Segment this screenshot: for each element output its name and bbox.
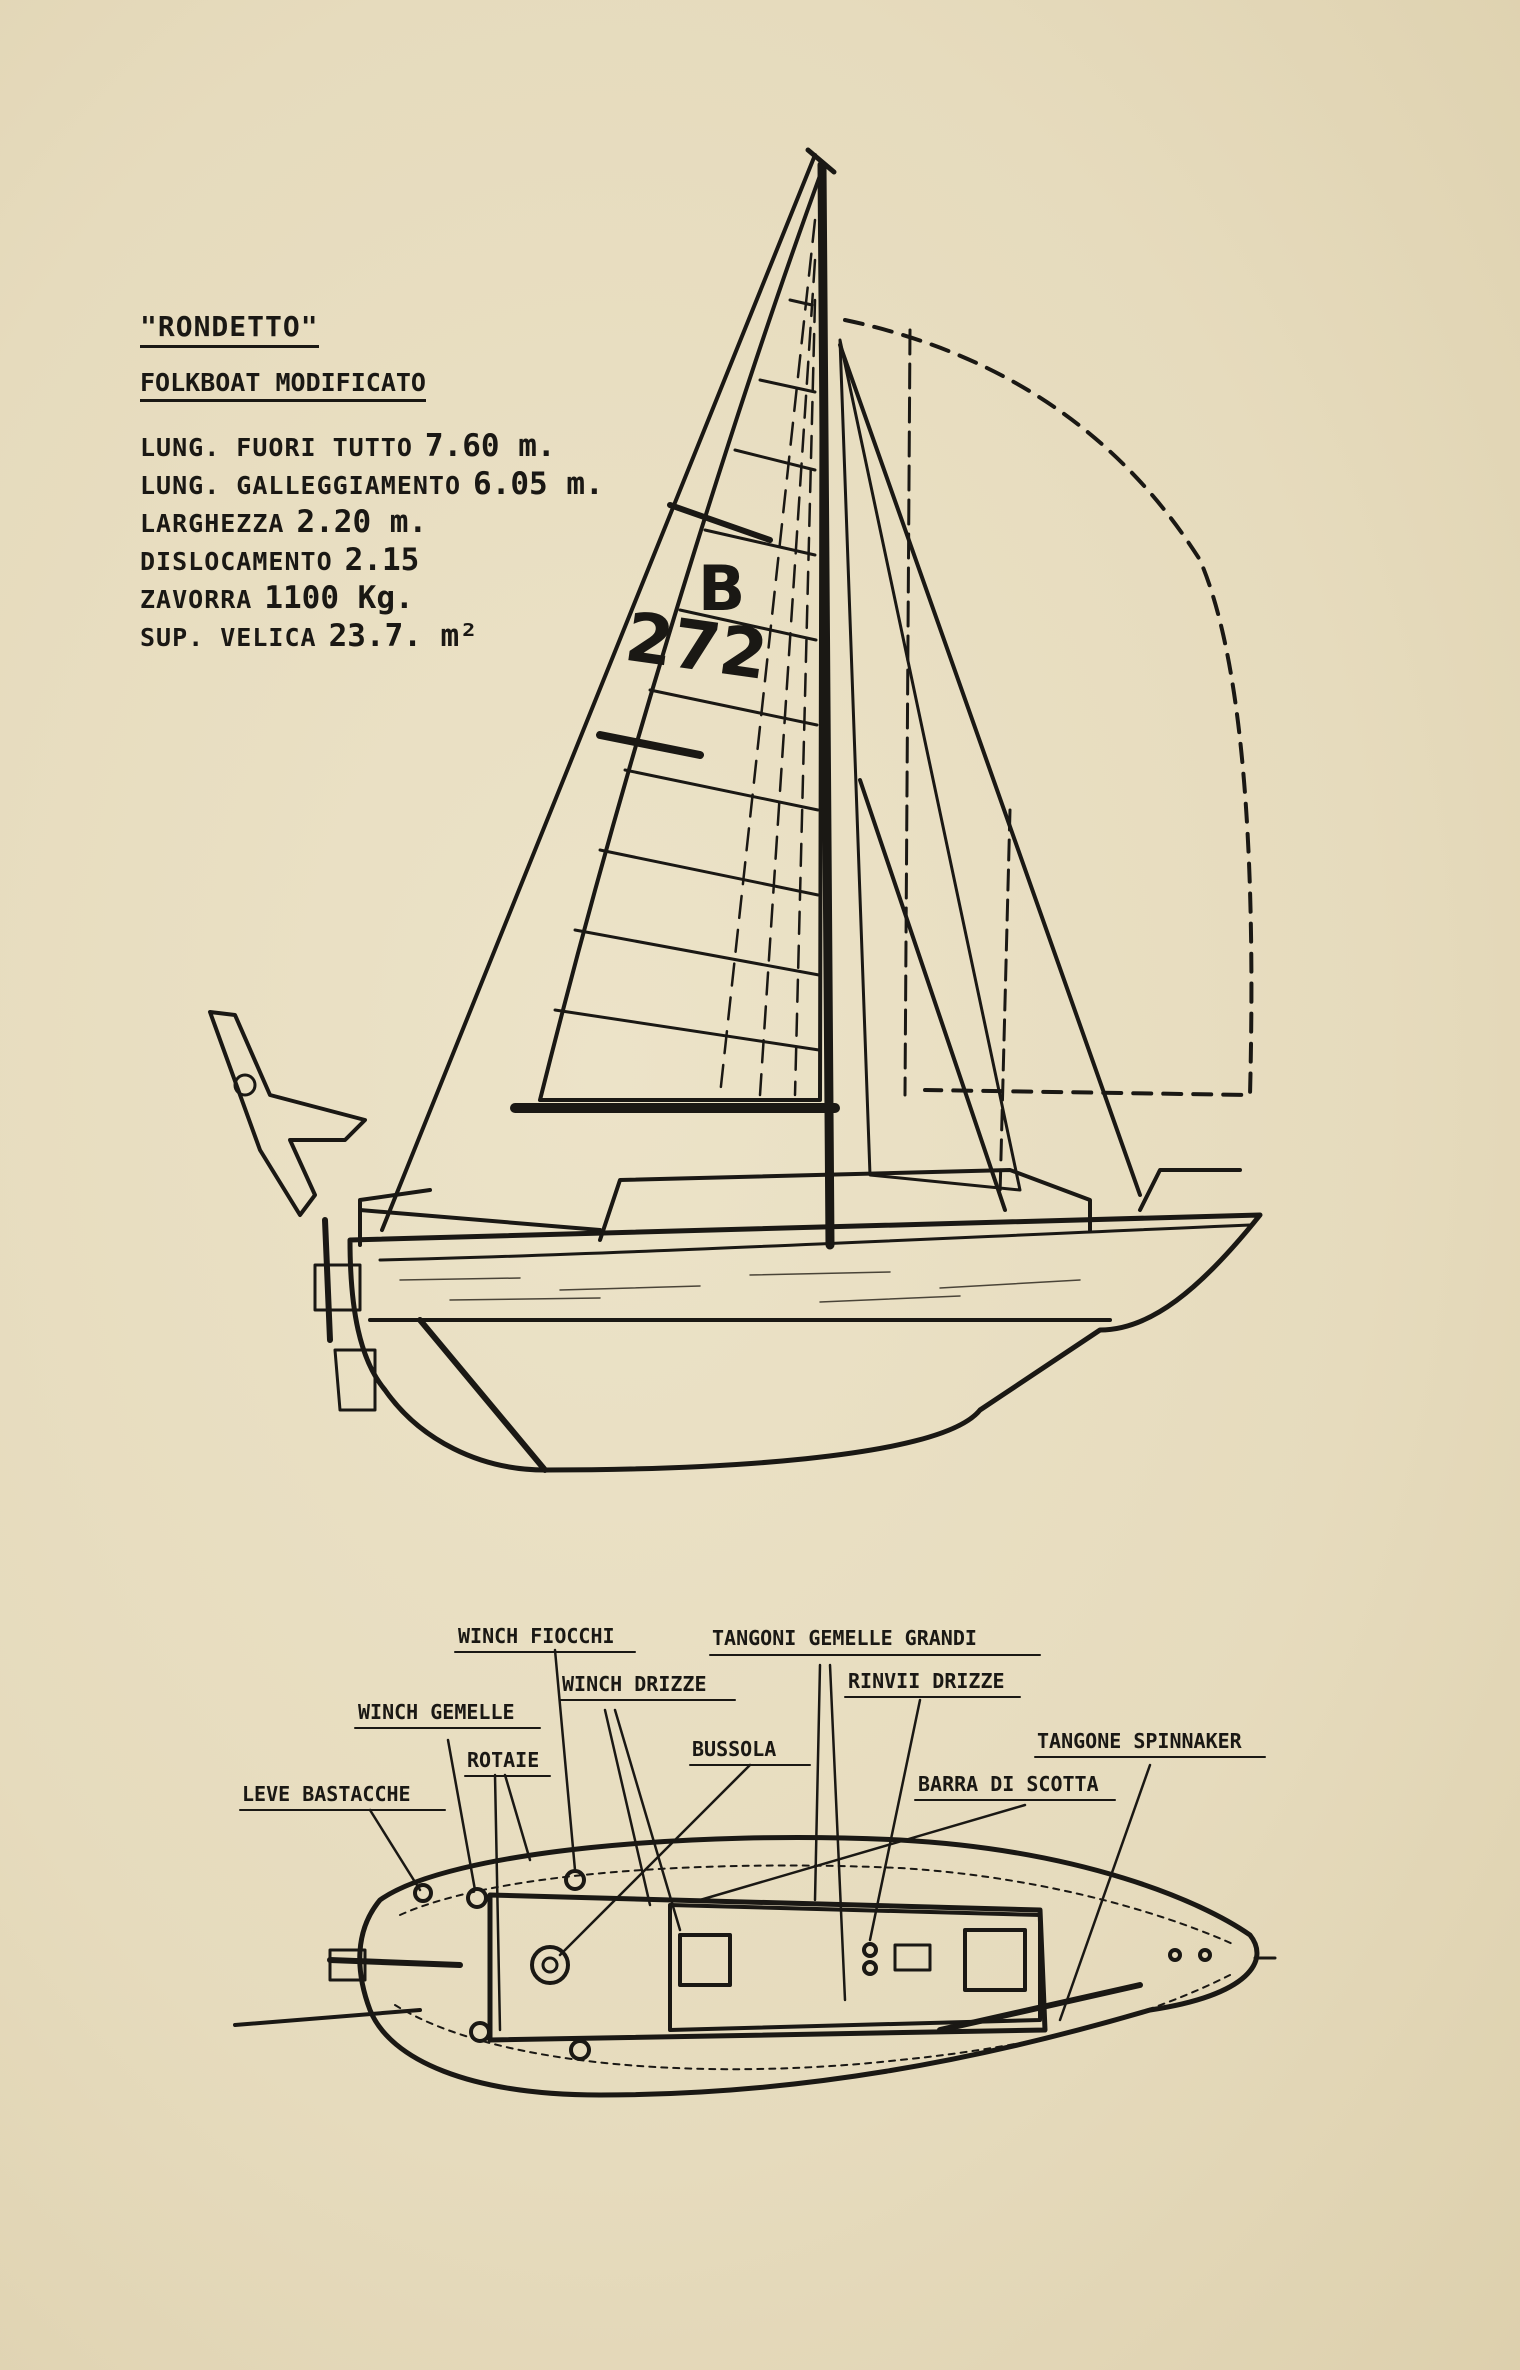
spec-row: DISLOCAMENTO 2.15 — [140, 542, 700, 580]
spec-value: 23.7. m² — [328, 618, 478, 654]
spec-label: DISLOCAMENTO — [140, 547, 333, 576]
backstay — [838, 343, 1142, 1197]
rudder-bucket — [333, 1348, 377, 1412]
spec-row: LUNG. GALLEGGIAMENTO 6.05 m. — [140, 466, 700, 504]
spec-value: 7.60 m. — [424, 428, 556, 464]
label-rotaie: ROTAIE — [467, 1748, 539, 1772]
label-bussola: BUSSOLA — [692, 1737, 776, 1761]
label-winch-drizze: WINCH DRIZZE — [562, 1672, 707, 1696]
label-rinvii-drizze: RINVII DRIZZE — [848, 1669, 1005, 1693]
spec-row: LUNG. FUORI TUTTO 7.60 m. — [140, 428, 700, 466]
ensign-flag — [208, 1010, 367, 1217]
boat-subtitle: FOLKBOAT MODIFICATO — [140, 368, 426, 402]
cabin-top — [487, 1892, 1048, 2043]
bow-pulpit — [1138, 1168, 1242, 1212]
hatch-fwd — [963, 1928, 1027, 1992]
spec-label: LARGHEZZA — [140, 509, 285, 538]
pulpit — [358, 1188, 432, 1247]
spec-label: ZAVORRA — [140, 585, 253, 614]
genoa — [838, 338, 1022, 1192]
sail-number: 272 — [621, 598, 773, 696]
dashed-luff — [903, 328, 912, 1097]
tiller — [327, 1957, 463, 1968]
spec-row: LARGHEZZA 2.20 m. — [140, 504, 700, 542]
spec-row: SUP. VELICA 23.7. m² — [140, 618, 700, 656]
spec-value: 2.20 m. — [296, 504, 428, 540]
label-winch-fiocchi: WINCH FIOCCHI — [458, 1624, 615, 1648]
spec-value: 6.05 m. — [473, 466, 604, 502]
label-winch-gemelle: WINCH GEMELLE — [358, 1700, 515, 1724]
specification-block: "RONDETTO" FOLKBOAT MODIFICATO LUNG. FUO… — [140, 310, 700, 656]
label-tangoni-gemelle-grandi: TANGONI GEMELLE GRANDI — [712, 1626, 977, 1650]
spec-list: LUNG. FUORI TUTTO 7.60 m. LUNG. GALLEGGIA… — [140, 428, 700, 656]
spec-row: ZAVORRA 1100 Kg. — [140, 580, 700, 618]
spinnaker-arc — [843, 318, 1254, 1097]
mainsail — [538, 168, 824, 1102]
spec-value: 2.15 — [344, 542, 420, 578]
shroud — [858, 778, 1007, 1212]
sail-letter: B — [698, 552, 745, 625]
boat-name: "RONDETTO" — [140, 310, 319, 348]
spec-label: LUNG. FUORI TUTTO — [140, 433, 413, 462]
label-barra-di-scotta: BARRA DI SCOTTA — [918, 1772, 1099, 1796]
spec-value: 1100 Kg. — [264, 580, 414, 616]
label-tangone-spinnaker: TANGONE SPINNAKER — [1037, 1729, 1243, 1753]
spec-label: SUP. VELICA — [140, 623, 317, 652]
deck-outline — [357, 1835, 1260, 2098]
label-leve-bastacche: LEVE BASTACCHE — [242, 1782, 411, 1806]
spec-label: LUNG. GALLEGGIAMENTO — [140, 471, 462, 500]
cabin — [598, 1168, 1092, 1242]
forestay — [380, 153, 817, 1232]
hatch-aft — [678, 1933, 732, 1987]
